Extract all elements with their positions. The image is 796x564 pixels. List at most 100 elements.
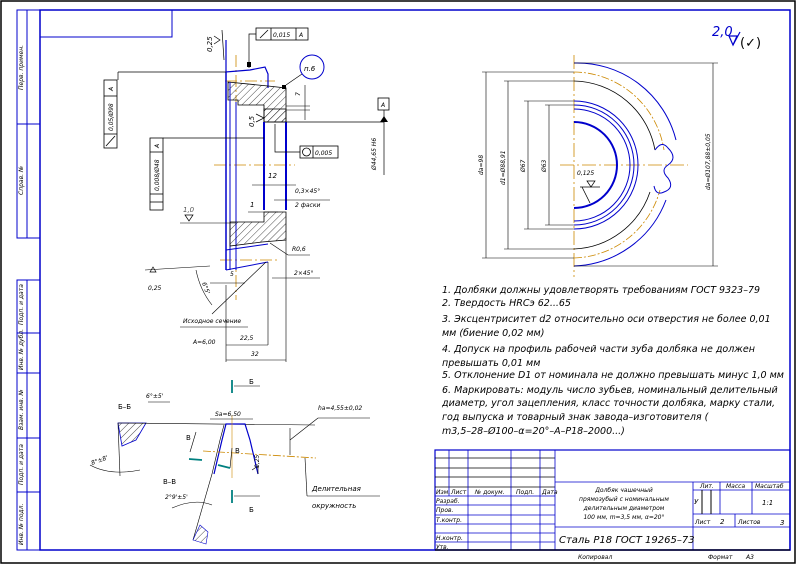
svg-text:В–В: В–В bbox=[163, 478, 176, 486]
svg-text:A: A bbox=[380, 102, 385, 109]
title-block: Изм. Лист № докум. Подп. Дата Разраб. Пр… bbox=[434, 449, 791, 561]
runout-icon bbox=[105, 135, 116, 147]
svg-text:A=6,00: A=6,00 bbox=[192, 339, 216, 346]
lit-value: У bbox=[694, 498, 699, 506]
roughness-value: 2,0 bbox=[712, 25, 733, 40]
svg-text:0,015: 0,015 bbox=[273, 32, 290, 39]
note-line: m3,5–28–Ø100–α=20°–А–Р18–2000...) bbox=[442, 426, 625, 437]
left-strip-bottom: Подп. и дата Инв. № дубл. Взам. инв. № П… bbox=[16, 279, 41, 551]
svg-text:Ø63: Ø63 bbox=[541, 159, 548, 173]
technical-requirements: 1. Долбяки должны удовлетворять требован… bbox=[441, 285, 784, 437]
svg-text:22,5: 22,5 bbox=[240, 335, 254, 342]
copied-label: Копировал bbox=[578, 554, 612, 561]
material-label: Сталь Р18 ГОСТ 19265–73 bbox=[559, 535, 695, 546]
svg-text:R0,6: R0,6 bbox=[292, 246, 306, 253]
scale-label: Масштаб bbox=[755, 483, 784, 490]
sheet-value: 2 bbox=[720, 518, 725, 526]
svg-text:0,005: 0,005 bbox=[315, 150, 332, 157]
strip-label-7: Инв. № подл. bbox=[18, 504, 25, 545]
header-list: Лист bbox=[450, 489, 467, 496]
svg-text:12: 12 bbox=[268, 172, 277, 180]
svg-text:A: A bbox=[154, 144, 161, 149]
svg-text:0,125: 0,125 bbox=[577, 170, 594, 177]
role-label: Н.контр. bbox=[436, 535, 463, 542]
svg-text:da=Ø107,88±0,05: da=Ø107,88±0,05 bbox=[705, 133, 712, 190]
note-line: диаметр, угол зацепления, класс точности… bbox=[441, 398, 775, 409]
runout-icon bbox=[259, 29, 269, 39]
sheets-value: 3 bbox=[780, 519, 784, 527]
title-line: 100 мм, m=3,5 мм, α=20° bbox=[583, 514, 664, 521]
svg-text:0,5: 0,5 bbox=[248, 115, 256, 127]
svg-text:В: В bbox=[235, 447, 240, 455]
svg-text:6°5': 6°5' bbox=[200, 281, 211, 295]
svg-text:0,25: 0,25 bbox=[254, 454, 261, 468]
strip-label-6: Подп. и дата bbox=[18, 444, 25, 485]
svg-text:Б–Б: Б–Б bbox=[118, 403, 131, 411]
svg-text:7: 7 bbox=[295, 92, 302, 96]
tooth-profile-view: Б–Б 6°±5' 8°±8' Sa=6,50 Б Б В В 0,25 bbox=[89, 378, 380, 545]
note-line: 6. Маркировать: модуль число зубьев, ном… bbox=[442, 385, 778, 396]
title-line: Долбяк чашечный bbox=[594, 487, 653, 494]
general-roughness: 2,0 (✓) bbox=[712, 25, 761, 51]
format-value: А3 bbox=[745, 554, 754, 561]
roughness-note: (✓) bbox=[740, 36, 761, 51]
svg-text:Б: Б bbox=[249, 506, 254, 514]
circularity-icon bbox=[302, 147, 311, 157]
svg-text:da=98: da=98 bbox=[478, 155, 485, 175]
role-label: Разраб. bbox=[436, 498, 460, 505]
note-ref-label: п.6 bbox=[304, 65, 316, 73]
svg-text:Ø44,65 H6: Ø44,65 H6 bbox=[371, 138, 378, 171]
note-line: 5. Отклонение D1 от номинала не должно п… bbox=[442, 370, 784, 381]
note-line: 2. Твердость HRCэ 62...65 bbox=[442, 298, 571, 309]
strip-label-2: Справ. № bbox=[18, 166, 25, 195]
svg-text:d1=Ø88,91: d1=Ø88,91 bbox=[500, 150, 507, 185]
tolerance-frame-4: 0,005 bbox=[274, 124, 339, 159]
svg-text:6°±5': 6°±5' bbox=[146, 393, 164, 400]
svg-text:ha=4,55±0,02: ha=4,55±0,02 bbox=[318, 405, 362, 412]
svg-text:0,3×45°: 0,3×45° bbox=[295, 188, 320, 195]
strip-label-4: Инв. № дубл. bbox=[18, 329, 25, 370]
svg-text:1: 1 bbox=[250, 201, 254, 209]
role-label: Т.контр. bbox=[436, 517, 462, 524]
title-line: делительным диаметром bbox=[583, 505, 665, 512]
header-sign: Подп. bbox=[516, 489, 534, 496]
drawing-frame bbox=[39, 9, 791, 551]
svg-text:A: A bbox=[298, 32, 303, 39]
svg-text:Б: Б bbox=[249, 378, 254, 386]
tolerance-frame-2: 0,05/Ø98 A bbox=[103, 71, 226, 149]
svg-text:1,0: 1,0 bbox=[183, 206, 195, 214]
svg-text:0,25: 0,25 bbox=[148, 285, 162, 292]
svg-text:2 фаски: 2 фаски bbox=[295, 202, 320, 209]
note-ref-bubble bbox=[299, 54, 325, 80]
svg-text:0,008/Ø48: 0,008/Ø48 bbox=[154, 159, 161, 191]
svg-text:окружность: окружность bbox=[312, 502, 356, 510]
section-view: п.6 0,015 A 0,25 0,05/Ø98 A bbox=[103, 27, 390, 362]
role-label: Утв. bbox=[436, 544, 449, 551]
svg-text:5: 5 bbox=[230, 271, 234, 278]
svg-text:0,25: 0,25 bbox=[206, 36, 214, 52]
header-doc: № докум. bbox=[474, 489, 505, 496]
svg-text:0,05/Ø98: 0,05/Ø98 bbox=[108, 103, 115, 131]
note-line: 4. Допуск на профиль рабочей части зуба … bbox=[442, 344, 755, 355]
corner-stamp bbox=[39, 9, 173, 38]
note-line: 1. Долбяки должны удовлетворять требован… bbox=[442, 285, 760, 296]
tolerance-frame-1: 0,015 A bbox=[247, 27, 309, 68]
svg-text:Sa=6,50: Sa=6,50 bbox=[215, 411, 241, 418]
roughness-icon bbox=[213, 35, 221, 45]
note-line: 3. Эксцентриситет d2 относительно оси от… bbox=[442, 314, 771, 325]
header-date: Дата bbox=[541, 489, 558, 496]
format-label: Формат bbox=[708, 554, 733, 561]
svg-text:8°±8': 8°±8' bbox=[90, 454, 109, 467]
header-izm: Изм. bbox=[436, 489, 450, 496]
roughness-icon bbox=[184, 214, 194, 222]
svg-text:2°9'±5': 2°9'±5' bbox=[165, 494, 188, 501]
sheets-label: Листов bbox=[737, 519, 761, 526]
note-line: превышать 0,01 мм bbox=[442, 358, 540, 369]
gear-front-view: da=98 d1=Ø88,91 Ø67 Ø63 da=Ø107,88±0,05 … bbox=[478, 55, 718, 277]
svg-text:Исходное сечение: Исходное сечение bbox=[183, 318, 241, 325]
lit-label: Лит. bbox=[699, 483, 714, 490]
svg-text:A: A bbox=[108, 87, 115, 92]
role-label: Пров. bbox=[436, 507, 454, 514]
